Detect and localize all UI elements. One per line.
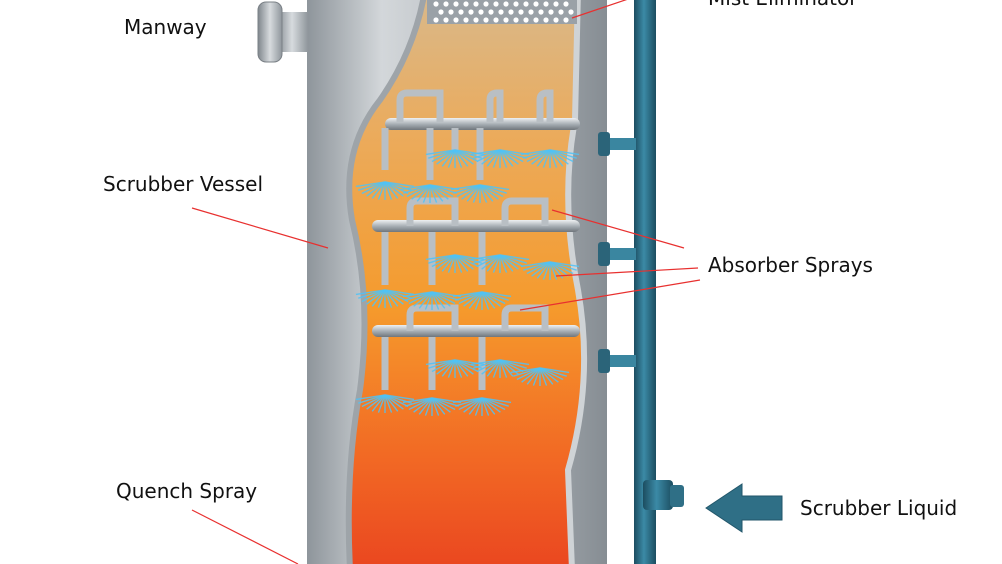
spray-fan [470,359,530,378]
mist-eliminator [427,0,577,24]
spray-fan [470,149,530,168]
label-scrubber-vessel: Scrubber Vessel [103,172,263,196]
spray-fan [452,291,512,310]
spray-fan [400,184,460,203]
label-pointer-lines [191,0,701,564]
vessel-cutaway-interior [348,0,585,564]
cutaway-edge-left [345,0,427,564]
spray-fan [450,184,510,203]
manway-nozzle [257,1,308,63]
label-mist-eliminator: Mist Eliminator [708,0,857,8]
label-manway: Manway [124,15,207,39]
spray-fan [402,397,462,416]
spray-fan [425,359,485,378]
spray-fan [355,394,415,413]
label-scrubber-liquid: Scrubber Liquid [800,496,958,520]
spray-fan [520,149,580,168]
spray-header-level-3 [372,304,580,390]
cutaway-edge-right [564,0,588,564]
spray-fan [470,254,530,273]
scrubber-liquid-supply-pipe [598,0,684,564]
absorber-spray-headers [355,89,580,416]
spray-fan [355,289,415,308]
spray-fan [452,397,512,416]
label-absorber-sprays: Absorber Sprays [708,253,873,277]
label-quench-spray: Quench Spray [116,479,258,503]
scrubber-liquid-arrow-icon [705,483,783,533]
spray-fan [510,367,570,386]
